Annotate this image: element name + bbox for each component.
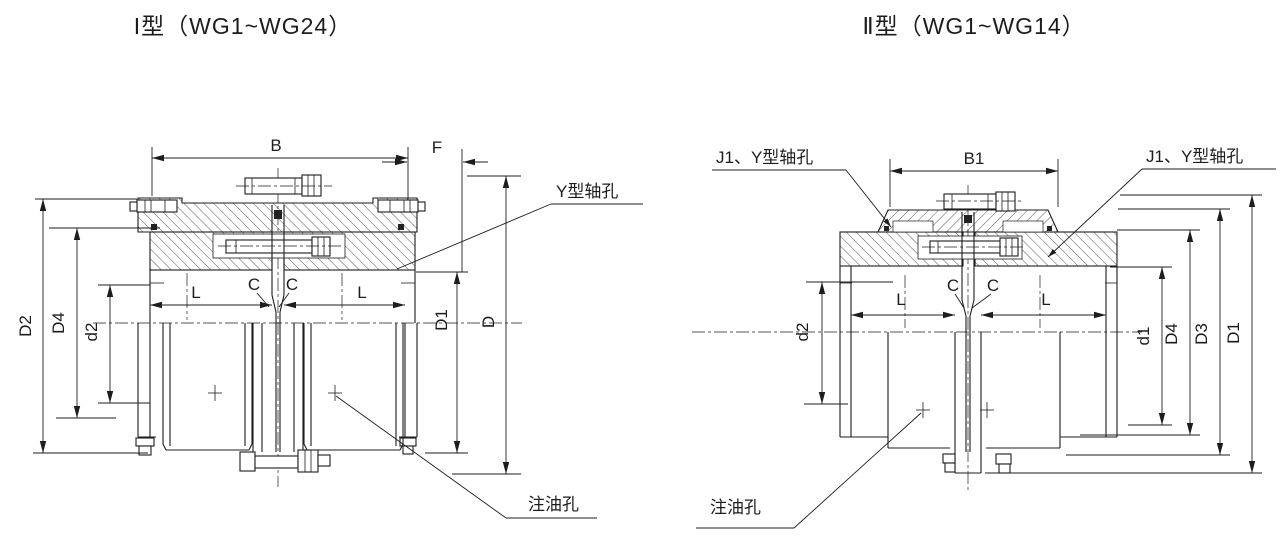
right-view: J1、Y型轴孔 J1、Y型轴孔 B1 d2 L L — [692, 147, 1276, 529]
left-view-top-bolt — [236, 174, 332, 197]
right-view-dim-L-left: L — [851, 290, 955, 319]
callout-label-j1-shaft-hole-right: J1、Y型轴孔 — [1146, 147, 1243, 166]
dim-label-B: B — [270, 136, 281, 155]
dim-label-B1: B1 — [964, 149, 985, 168]
right-view-callout-shaft-hole-right: J1、Y型轴孔 — [1047, 147, 1276, 258]
left-view-dim-D1: D1 — [416, 271, 468, 454]
dim-label-D1-left-view: D1 — [432, 309, 451, 331]
dim-label-L-right-right-view: L — [1041, 290, 1050, 309]
right-view-dim-B1: B1 — [889, 149, 1059, 207]
right-view-oil-hole-marks — [916, 402, 994, 418]
left-view-oil-hole-marks — [208, 385, 342, 401]
dim-label-C-left: C — [248, 275, 260, 294]
left-view-dim-D: D — [452, 175, 521, 475]
left-view-dim-C: C C — [248, 275, 298, 308]
left-view-inner-bolt — [212, 233, 346, 259]
left-view-flange-bolts — [129, 199, 426, 213]
dim-label-D4-right-view: D4 — [1162, 323, 1181, 345]
dim-label-C-left-right-view: C — [947, 276, 959, 295]
right-view-title: Ⅱ型（WG1~WG14） — [862, 13, 1085, 39]
right-view-dim-C: C C — [947, 276, 999, 309]
left-view-dim-D4: D4 — [49, 227, 160, 419]
right-view-callout-shaft-hole-left: J1、Y型轴孔 — [712, 148, 892, 228]
dim-label-D2: D2 — [16, 315, 35, 337]
left-view-dim-F: F — [382, 138, 488, 272]
left-view-dim-d2: d2 — [82, 284, 150, 404]
callout-label-y-shaft-hole: Y型轴孔 — [556, 182, 618, 201]
left-view-dim-B: B — [151, 136, 409, 200]
callout-label-j1-shaft-hole-left: J1、Y型轴孔 — [716, 148, 813, 167]
right-view-dim-d1: d1 — [1110, 266, 1172, 426]
left-view-center-membrane — [271, 205, 285, 452]
dim-label-D4-left: D4 — [49, 312, 68, 334]
right-view-top-bolt — [936, 191, 1024, 212]
callout-label-oil-hole-right-view: 注油孔 — [710, 498, 761, 517]
left-view-dim-L-right: L — [284, 283, 405, 309]
left-view-callout-shaft-hole: Y型轴孔 — [396, 182, 643, 270]
dim-label-d1: d1 — [1134, 327, 1153, 346]
left-view-dim-L-left: L — [150, 283, 272, 309]
dim-label-d2-right-view: d2 — [793, 323, 812, 342]
callout-label-oil-hole-left-view: 注油孔 — [528, 495, 579, 514]
right-view-dim-d2: d2 — [793, 281, 893, 405]
dim-label-d2-left: d2 — [82, 323, 101, 342]
left-view: B F Y型轴孔 D2 D4 d2 — [16, 136, 643, 519]
right-view-dim-D3: D3 — [1066, 208, 1230, 456]
right-view-inner-bolt — [917, 235, 1026, 260]
dim-label-L-left: L — [191, 283, 200, 302]
left-view-bottom-bolt — [239, 449, 331, 473]
dim-label-L-left-right-view: L — [896, 290, 905, 309]
right-view-callout-oil-hole: 注油孔 — [696, 412, 922, 529]
dim-label-C-right-right-view: C — [987, 276, 999, 295]
right-view-dim-L-right: L — [981, 290, 1106, 319]
right-view-bore-lines — [839, 266, 1118, 332]
dim-label-L-right: L — [357, 283, 366, 302]
dim-label-C-right: C — [286, 275, 298, 294]
dim-label-F: F — [432, 138, 442, 157]
left-view-title: I型（WG1~WG24） — [134, 13, 352, 39]
left-view-lower-outline — [135, 323, 418, 456]
left-view-bore-lines — [149, 270, 416, 323]
left-view-callout-oil-hole: 注油孔 — [335, 395, 597, 519]
right-view-dim-D4: D4 — [1080, 229, 1200, 436]
dim-label-D3: D3 — [1192, 323, 1211, 345]
dim-label-D1-right-view: D1 — [1224, 322, 1243, 344]
right-view-lower-outline — [839, 332, 1118, 474]
dim-label-D: D — [479, 316, 498, 328]
left-view-dim-D2: D2 — [16, 198, 148, 454]
right-view-dim-D1: D1 — [985, 194, 1262, 474]
